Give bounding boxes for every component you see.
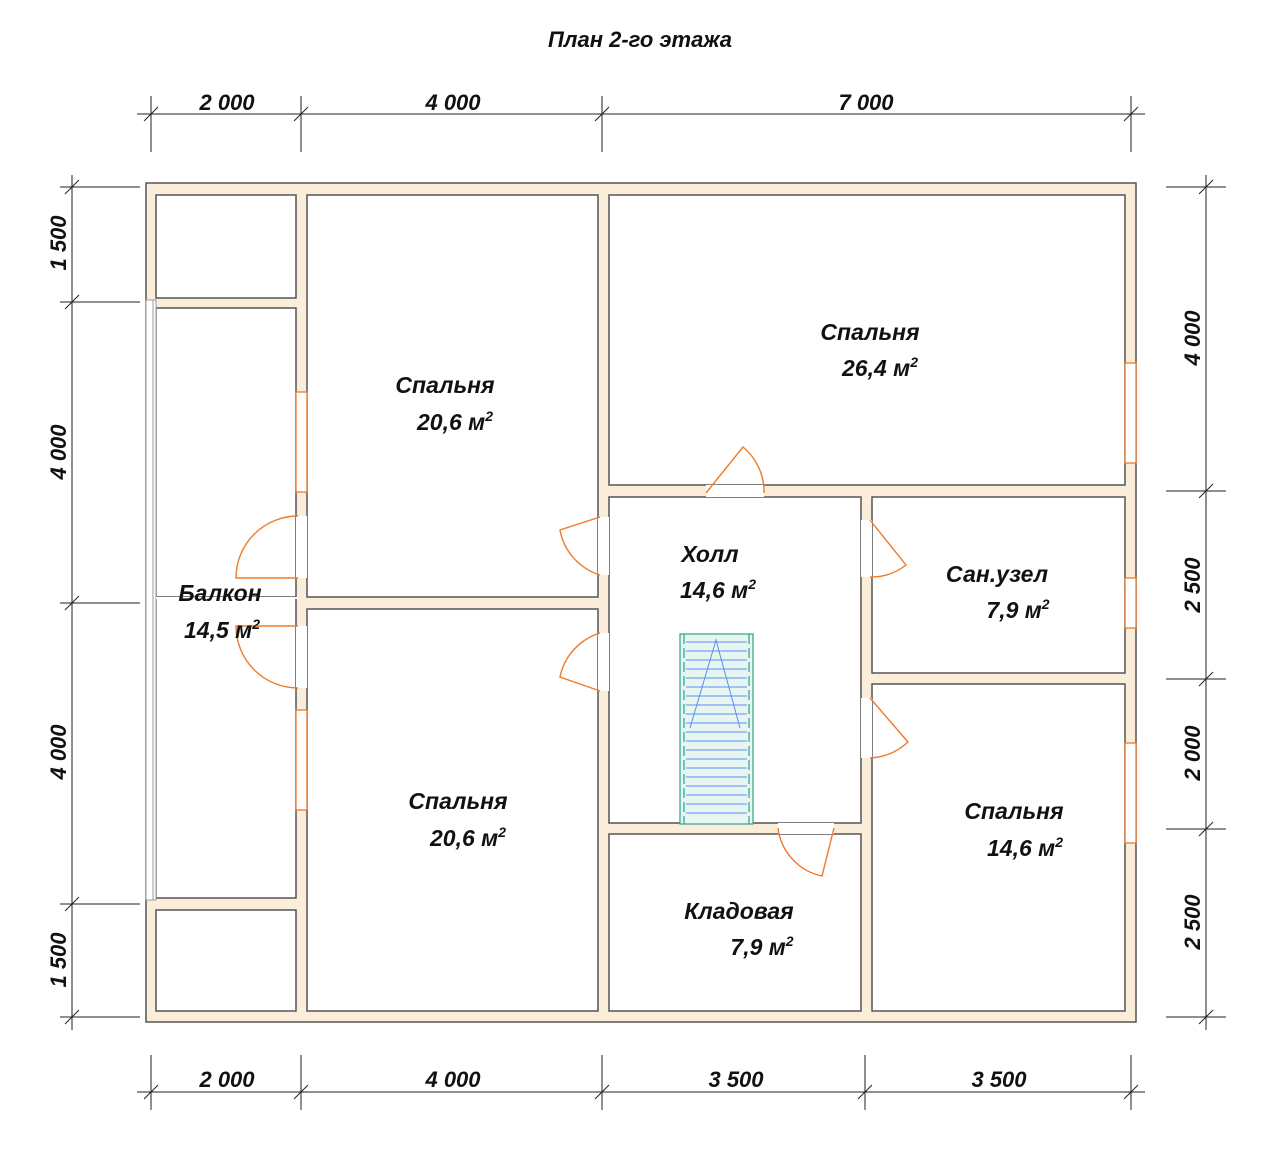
door-gap-hall-left-upper [598, 517, 609, 575]
dim-right-4: 2 500 [1180, 894, 1205, 951]
dimension-tick [1198, 179, 1214, 195]
dim-left-4: 1 500 [46, 932, 71, 988]
door-gap-balcony-upper [296, 516, 307, 578]
room-area-storage: 7,9 м2 [730, 933, 793, 960]
dimension-tick [857, 1084, 873, 1100]
dim-bottom-3: 3 500 [708, 1067, 764, 1092]
dimension-tick [293, 106, 309, 122]
door-swing-bedroom-lower-right [869, 697, 909, 759]
dimension-tick [293, 1084, 309, 1100]
room-area-bedroom-1: 26,4 м2 [841, 354, 918, 381]
room-name-bedroom-3: Спальня [408, 788, 508, 814]
door-gap-storage [778, 823, 834, 834]
dimension-bottom: 2 000 4 000 3 500 3 500 [137, 1055, 1145, 1110]
door-gap-hall-left-lower [598, 633, 609, 691]
dimension-top: 2 000 4 000 7 000 [137, 90, 1145, 152]
door-swing-balcony-upper [235, 515, 299, 579]
room-name-bedroom-2: Спальня [395, 372, 495, 398]
dimension-tick [64, 179, 80, 195]
door-gap-hall-top [706, 485, 764, 497]
doors [235, 446, 909, 877]
door-gap-bedroom-lower-right [861, 698, 872, 758]
dimension-tick [1123, 1084, 1139, 1100]
dimension-tick [594, 1084, 610, 1100]
dim-top-1: 2 000 [198, 90, 255, 115]
window-bedroom-lower-left [295, 709, 308, 811]
dimension-tick [64, 896, 80, 912]
dim-left-1: 1 500 [46, 215, 71, 271]
dimension-tick [1198, 483, 1214, 499]
dimension-ticks-right [1166, 179, 1226, 1025]
room-area-bedroom-4: 14,6 м2 [987, 834, 1063, 861]
dimension-tick [64, 595, 80, 611]
door-gap-balcony-lower [296, 626, 307, 688]
dim-right-1: 4 000 [1180, 310, 1205, 367]
dimension-ticks-top [143, 96, 1139, 152]
door-swing-hall-top [705, 446, 765, 494]
stair-treads [686, 641, 747, 814]
room-name-balcony: Балкон [178, 580, 261, 606]
dimension-ticks-left [60, 179, 140, 1025]
dim-bottom-2: 4 000 [424, 1067, 481, 1092]
dimension-left: 1 500 4 000 4 000 1 500 [46, 175, 140, 1030]
dim-bottom-4: 3 500 [971, 1067, 1027, 1092]
room-name-storage: Кладовая [684, 898, 794, 924]
room-name-bathroom: Сан.узел [946, 561, 1048, 587]
dim-top-2: 4 000 [424, 90, 481, 115]
dim-right-3: 2 000 [1180, 725, 1205, 782]
plan-title: План 2-го этажа [548, 27, 732, 52]
door-swing-storage [777, 827, 835, 877]
window-bedroom-upper-right [1124, 362, 1137, 464]
staircase [679, 633, 754, 825]
room-area-bathroom: 7,9 м2 [986, 596, 1049, 623]
dim-left-3: 4 000 [46, 724, 71, 781]
room-labels: Спальня 26,4 м2 Спальня 20,6 м2 Холл 14,… [178, 319, 1064, 960]
dim-right-2: 2 500 [1180, 557, 1205, 614]
room-name-hall: Холл [679, 541, 738, 567]
dimension-right: 4 000 2 500 2 000 2 500 [1166, 175, 1226, 1030]
window-bedroom-upper-left [295, 391, 308, 493]
stair-frame [679, 633, 754, 825]
room-area-balcony: 14,5 м2 [184, 616, 260, 643]
dim-left-2: 4 000 [46, 424, 71, 481]
door-swing-balcony-lower [235, 625, 299, 689]
dimension-tick [594, 106, 610, 122]
balcony-railing [145, 299, 157, 901]
room-area-bedroom-2: 20,6 м2 [416, 408, 493, 435]
dimension-tick [1123, 106, 1139, 122]
balcony-open-area [156, 597, 297, 599]
dimension-tick [64, 1009, 80, 1025]
dimension-tick [1198, 821, 1214, 837]
room-name-bedroom-1: Спальня [820, 319, 920, 345]
stair-arrow-icon [689, 638, 741, 729]
window-bedroom-lower-right [1124, 742, 1137, 844]
dimension-ticks-bottom [143, 1055, 1139, 1110]
room-area-hall: 14,6 м2 [680, 576, 756, 603]
dimension-tick [143, 106, 159, 122]
door-swing-bathroom [869, 519, 907, 578]
room-area-bedroom-3: 20,6 м2 [429, 824, 506, 851]
dim-top-3: 7 000 [838, 90, 894, 115]
dimension-tick [64, 294, 80, 310]
windows [295, 362, 1137, 844]
dimension-tick [1198, 671, 1214, 687]
window-bathroom [1124, 577, 1137, 629]
door-swing-hall-left-upper [559, 516, 601, 576]
room-name-bedroom-4: Спальня [964, 798, 1064, 824]
dimension-tick [1198, 1009, 1214, 1025]
door-swing-hall-left-lower [559, 632, 601, 692]
dim-bottom-1: 2 000 [198, 1067, 255, 1092]
door-gap-bathroom [861, 520, 872, 577]
dimension-tick [143, 1084, 159, 1100]
